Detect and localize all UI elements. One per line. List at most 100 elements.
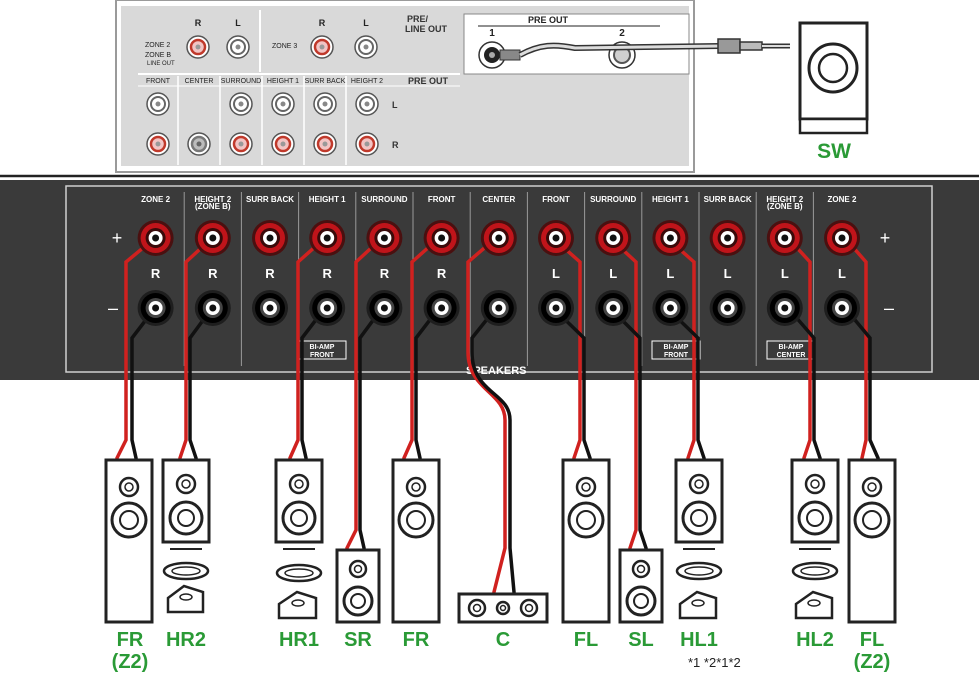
label-fl-z2-line2: (Z2) <box>854 651 891 673</box>
positive-terminal[interactable] <box>766 220 803 256</box>
label-fl-z2-line1: FL <box>860 629 884 651</box>
terminal-label: CENTER <box>482 195 515 204</box>
wire-fl-neg <box>551 306 592 460</box>
wire-fl-z2-pos <box>843 236 868 460</box>
preout-front-r-jack[interactable] <box>145 131 171 157</box>
preout-surrback-l-jack[interactable] <box>313 92 337 116</box>
positive-terminal[interactable] <box>538 220 574 256</box>
preout-surround-r-jack[interactable] <box>228 131 254 157</box>
zone3-r-label: R <box>319 18 326 28</box>
wire-fr-neg <box>414 306 441 460</box>
pre-out-sub-label: PRE OUT <box>408 76 449 86</box>
positive-terminal[interactable] <box>709 220 746 256</box>
biamp-label-1-bottom: FRONT <box>310 352 335 359</box>
label-hr2: HR2 <box>166 629 206 651</box>
pre-line-out-label-2: LINE OUT <box>405 24 448 34</box>
negative-terminal[interactable] <box>709 290 746 326</box>
zone2-r-jack[interactable] <box>185 34 211 60</box>
biamp-label-2-top: BI-AMP <box>664 344 689 351</box>
zone3-r-jack[interactable] <box>309 34 335 60</box>
subwoofer: SW <box>798 21 869 163</box>
positive-terminal[interactable] <box>137 220 174 256</box>
preout-height2-l-jack[interactable] <box>355 92 379 116</box>
speaker-hl2 <box>790 458 840 620</box>
zone3-l-jack[interactable] <box>354 35 378 59</box>
positive-terminal[interactable] <box>652 220 689 256</box>
positive-terminal[interactable] <box>595 220 632 256</box>
negative-terminal[interactable] <box>824 290 860 326</box>
wire-hr1-neg <box>300 306 327 460</box>
zone2-label: ZONE 2 <box>145 42 170 49</box>
terminal-channel-letter: L <box>724 266 732 281</box>
terminal-label: SURROUND <box>361 195 407 204</box>
pre-out-jack-2-label: 2 <box>619 28 625 39</box>
wire-hr2-neg <box>188 306 214 460</box>
wire-sr-pos <box>345 236 384 550</box>
speaker-fl-z2 <box>847 458 897 624</box>
positive-terminal[interactable] <box>194 220 231 256</box>
speaker-labels: FR (Z2) HR2 HR1 SR FR C FL SL HL1 HL2 FL… <box>112 629 891 673</box>
positive-terminal[interactable] <box>423 220 460 256</box>
terminal-channel-letter: L <box>609 266 617 281</box>
preout-center-jack[interactable] <box>186 131 212 157</box>
preout-height2-r-jack[interactable] <box>354 131 380 157</box>
preout-channel-headers: FRONT CENTER SURROUND HEIGHT 1 SURR BACK… <box>146 78 383 85</box>
label-hl2: HL2 <box>796 629 834 651</box>
negative-terminal[interactable] <box>194 290 231 326</box>
terminal-channel-letter: R <box>437 266 447 281</box>
terminal-label: HEIGHT 1 <box>309 195 346 204</box>
negative-terminal[interactable] <box>538 290 574 326</box>
zone2-r-label: R <box>195 18 202 28</box>
wire-c-neg <box>470 306 516 594</box>
negative-terminal[interactable] <box>766 290 803 326</box>
wire-sl-neg <box>608 306 648 550</box>
positive-terminal[interactable] <box>309 220 346 256</box>
biamp-label-height1: BI-AMP FRONT <box>297 340 347 360</box>
wire-c-pos <box>466 236 507 594</box>
terminal-zone-b-label: (ZONE B) <box>195 202 231 211</box>
negative-terminal[interactable] <box>366 290 403 326</box>
terminal-channel-letter: L <box>838 266 846 281</box>
terminal-label: FRONT <box>428 195 456 204</box>
preout-channel-front: FRONT <box>146 78 171 85</box>
terminal-channel-letter: R <box>151 266 161 281</box>
wire-sr-neg <box>358 306 384 550</box>
terminal-channel-letter: R <box>380 266 390 281</box>
label-fl: FL <box>574 629 598 651</box>
preout-front-l-jack[interactable] <box>146 92 170 116</box>
subwoofer-cable <box>499 38 790 61</box>
positive-terminal[interactable] <box>252 220 288 256</box>
label-sr: SR <box>344 629 372 651</box>
negative-terminal[interactable] <box>480 290 517 326</box>
negative-terminal[interactable] <box>137 290 174 326</box>
preout-l-row-label: L <box>392 100 398 110</box>
label-hl1: HL1 <box>680 629 718 651</box>
positive-terminal[interactable] <box>480 220 517 256</box>
preout-r-row-label: R <box>392 140 399 150</box>
preout-height1-l-jack[interactable] <box>271 92 295 116</box>
minus-sign-right: – <box>884 298 894 318</box>
wire-hl1-neg <box>665 306 706 460</box>
preout-height1-r-jack[interactable] <box>270 131 296 157</box>
preout-surrback-r-jack[interactable] <box>312 131 338 157</box>
terminal-label: SURROUND <box>590 195 636 204</box>
preout-surround-l-jack[interactable] <box>229 92 253 116</box>
speaker-c <box>457 592 549 624</box>
negative-terminal[interactable] <box>595 290 632 326</box>
wire-hr1-pos <box>288 236 327 460</box>
positive-terminal[interactable] <box>824 220 860 256</box>
preout-panel: ZONE 2 ZONE B LINE OUT ZONE 3 R L R L PR… <box>115 0 695 173</box>
wire-hl2-neg <box>786 306 822 460</box>
zoneb-label: ZONE B <box>145 52 171 59</box>
positive-terminal[interactable] <box>366 220 403 256</box>
zone2-l-label: L <box>235 18 241 28</box>
label-sl: SL <box>628 629 654 651</box>
negative-terminal[interactable] <box>652 290 689 326</box>
zone2-l-jack[interactable] <box>226 35 250 59</box>
plus-sign-left: + <box>112 228 123 248</box>
negative-terminal[interactable] <box>252 290 288 326</box>
pre-line-out-label-1: PRE/ <box>407 14 429 24</box>
negative-terminal[interactable] <box>309 290 346 326</box>
negative-terminal[interactable] <box>423 290 460 326</box>
